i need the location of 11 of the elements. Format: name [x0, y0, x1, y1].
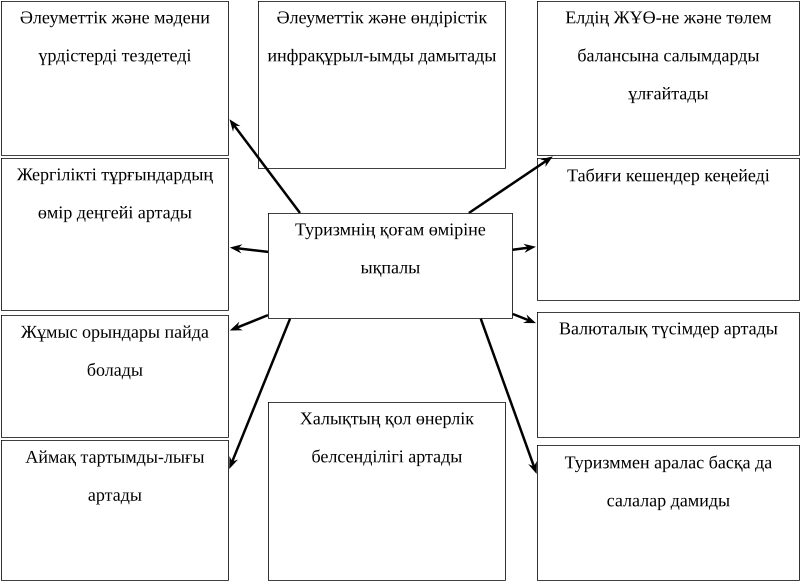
text-box: Әлеуметтік және мәдени үрдістерді тездетеді: [1, 0, 229, 156]
text-box: Жергілікті тұрғындардың өмір деңгейі артады: [1, 158, 229, 311]
text-box: Халықтың қол өнерлік белсенділігі артады: [268, 402, 506, 581]
text-box: Туризммен аралас басқа да салалар дамиды: [537, 444, 800, 581]
text-box: Елдің ЖҰӨ-не және төлем балансына салымдарды ұлғайтады: [537, 0, 800, 156]
text-box: Аймақ тартымды-лығы артады: [1, 440, 229, 581]
text-box: Әлеуметтік және өндірістік инфрақұрыл-ымды дамытады: [258, 0, 506, 169]
text-box: Табиғи кешендер кеңейеді: [537, 158, 800, 301]
text-box: Жұмыс орындары пайда болады: [1, 315, 229, 438]
center-box: Туризмнің қоғам өміріне ықпалы: [268, 212, 513, 319]
text-box: Валюталық түсімдер артады: [537, 312, 800, 438]
